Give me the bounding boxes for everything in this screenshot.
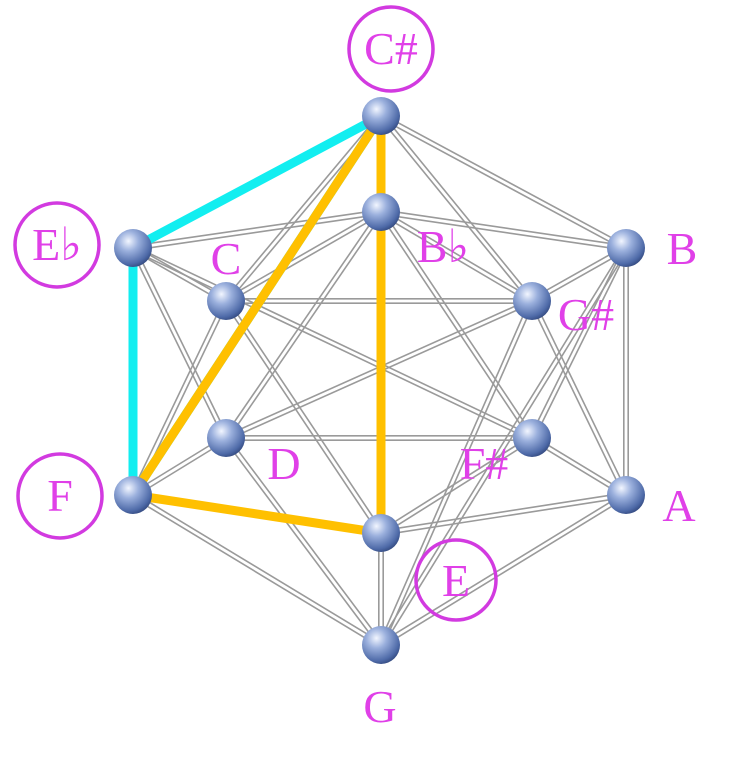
edge-cs-gs bbox=[378, 116, 531, 303]
node-label-bb: B♭ bbox=[417, 221, 469, 272]
node-e bbox=[362, 514, 400, 552]
edge-gs-g bbox=[382, 301, 535, 647]
highlight-layer bbox=[128, 111, 386, 538]
label-circle-cs bbox=[347, 5, 435, 93]
node-gs bbox=[513, 282, 551, 320]
edge-c-e bbox=[227, 299, 384, 533]
edge-b-fs bbox=[533, 248, 629, 440]
edge-a-g bbox=[381, 496, 628, 648]
node-d bbox=[207, 419, 245, 457]
edge-c-f bbox=[130, 299, 225, 495]
edge-fs-e bbox=[379, 435, 532, 532]
node-f bbox=[114, 476, 152, 514]
node-label-eb: E♭ bbox=[32, 219, 82, 270]
node-label-d: D bbox=[267, 438, 300, 489]
node-bb bbox=[362, 193, 400, 231]
edge-cs-b bbox=[381, 113, 628, 247]
node-g bbox=[362, 626, 400, 664]
edge-cs-b bbox=[379, 117, 626, 251]
edge-d-g bbox=[223, 438, 380, 647]
edge-bb-b bbox=[380, 213, 626, 251]
edge-eb-bb bbox=[133, 213, 382, 251]
edge-bb-d bbox=[227, 212, 384, 440]
node-label-fs: F# bbox=[460, 438, 509, 489]
label-circle-eb bbox=[13, 201, 101, 289]
edge-eb-fs bbox=[133, 245, 534, 437]
edge-f-g bbox=[131, 496, 381, 648]
node-label-a: A bbox=[662, 480, 695, 531]
node-fs bbox=[513, 419, 551, 457]
orange-triangle bbox=[128, 111, 386, 538]
edge-eb-fs bbox=[131, 249, 532, 441]
label-layer: C# E♭ C B♭ B G# D F# F A E G bbox=[13, 5, 698, 732]
label-circle-f bbox=[16, 452, 104, 540]
edge-bb-c bbox=[224, 209, 381, 300]
edge-f-g bbox=[133, 492, 383, 644]
edge-c-e bbox=[223, 301, 380, 535]
edge-bb-gs bbox=[381, 209, 534, 300]
edge-fs-e bbox=[381, 439, 534, 536]
edge-eb-d bbox=[134, 246, 229, 438]
edge-bb-d bbox=[223, 210, 380, 438]
edge-bb-b bbox=[381, 209, 627, 247]
node-layer bbox=[114, 97, 645, 664]
edge-gs-g bbox=[378, 299, 531, 645]
node-label-f: F bbox=[47, 470, 73, 521]
edge-gs-a bbox=[529, 301, 625, 497]
node-eb bbox=[114, 229, 152, 267]
edge-a-g bbox=[379, 492, 626, 644]
edge-bb-gs bbox=[379, 213, 532, 304]
edge-b-g bbox=[382, 248, 629, 647]
edge-bb-fs bbox=[378, 212, 531, 440]
edge-bb-fs bbox=[382, 210, 535, 438]
node-c bbox=[207, 282, 245, 320]
node-label-cs: C# bbox=[364, 23, 418, 74]
edge-gs-a bbox=[533, 299, 629, 495]
edge-a-e bbox=[381, 496, 627, 536]
node-label-gs: G# bbox=[558, 289, 614, 340]
edge-b-fs bbox=[529, 246, 625, 438]
edge-a-e bbox=[380, 492, 626, 532]
node-label-e: E bbox=[442, 555, 470, 606]
edge-b-g bbox=[378, 246, 625, 645]
node-label-g: G bbox=[363, 681, 396, 732]
node-label-c: C bbox=[211, 233, 242, 284]
edge-cs-c bbox=[223, 114, 380, 301]
edge-d-g bbox=[227, 436, 384, 645]
node-b bbox=[607, 229, 645, 267]
node-a bbox=[607, 476, 645, 514]
edge-eb-d bbox=[130, 248, 225, 440]
node-cs bbox=[362, 97, 400, 135]
edge-cs-gs bbox=[382, 114, 535, 301]
edge-eb-bb bbox=[132, 209, 381, 247]
edge-bb-c bbox=[226, 213, 383, 304]
node-label-b: B bbox=[667, 223, 698, 274]
label-circle-e bbox=[414, 538, 498, 622]
